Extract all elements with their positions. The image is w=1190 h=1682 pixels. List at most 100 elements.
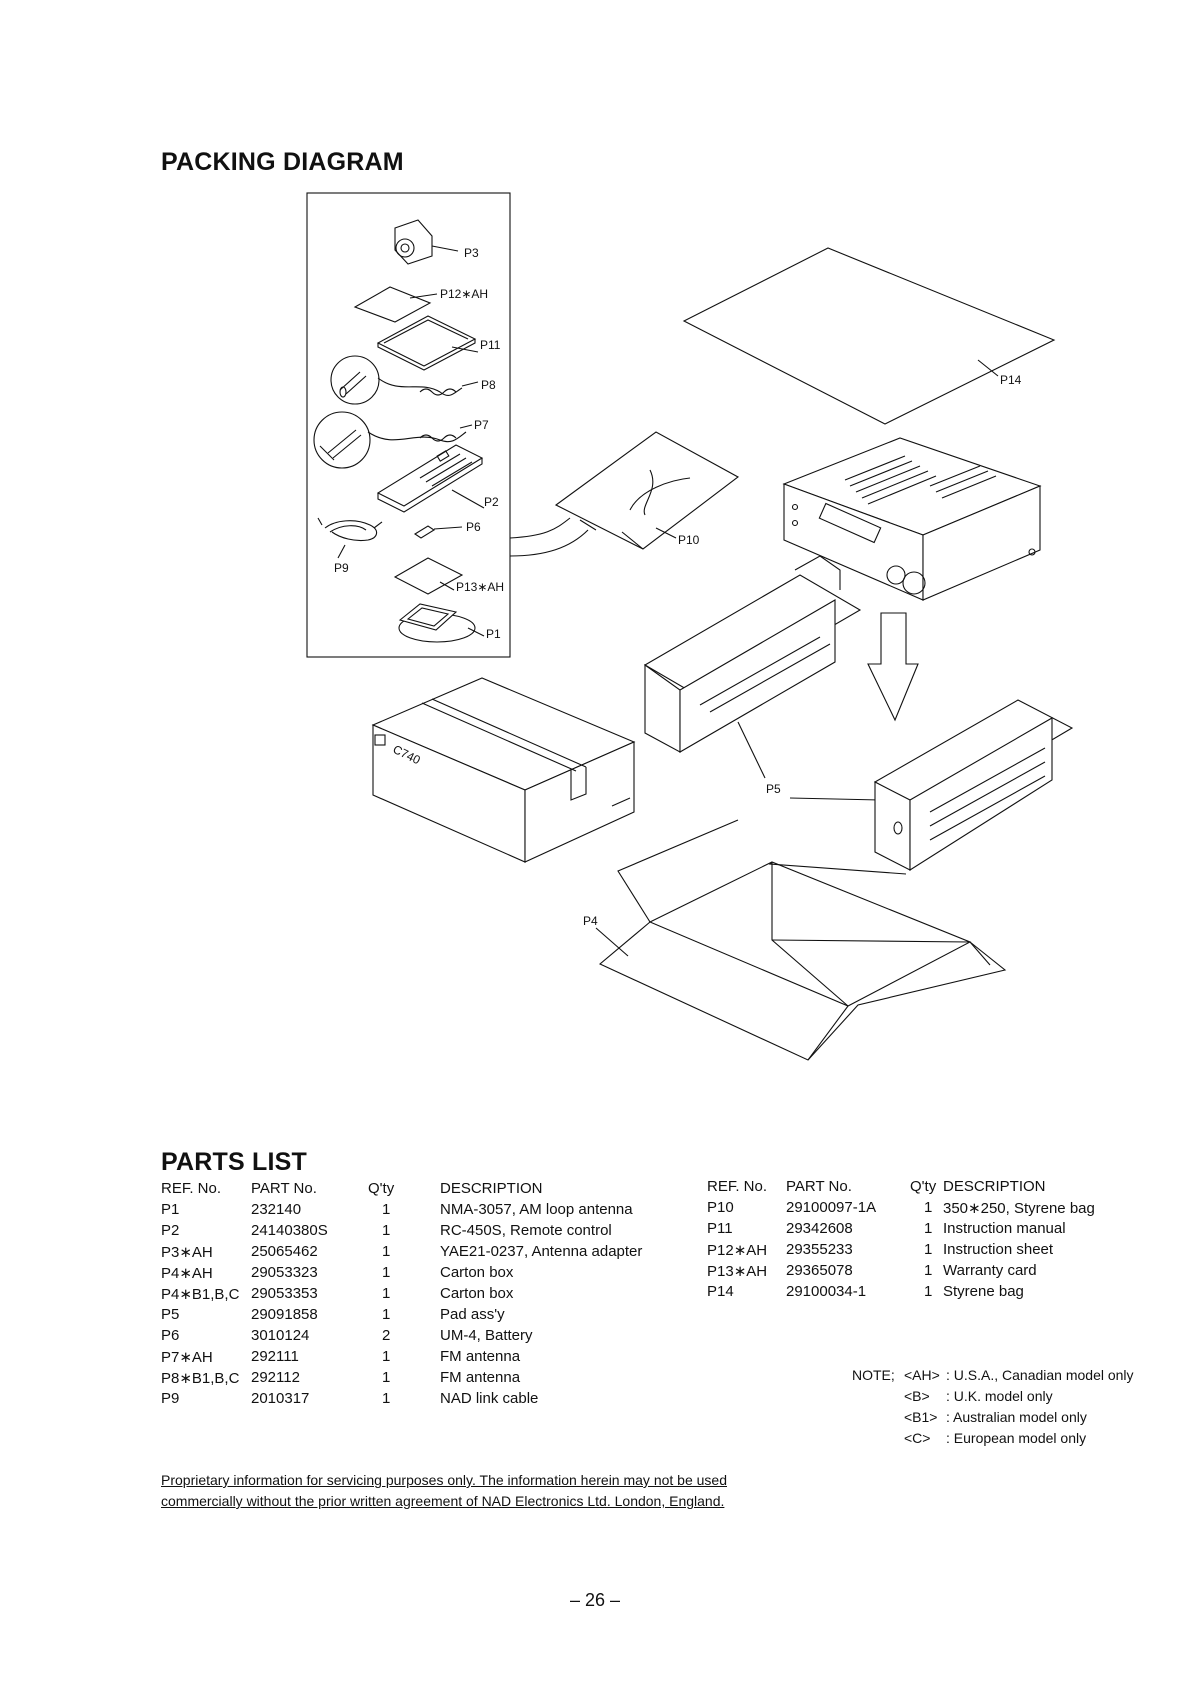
cell-ref: P9 — [161, 1390, 180, 1407]
link-cable-drawing — [317, 517, 383, 542]
cell-qty: 1 — [382, 1243, 391, 1260]
styrene-bag-p14-drawing — [682, 247, 1056, 425]
cell-qty: 1 — [382, 1222, 391, 1239]
cell-qty: 1 — [924, 1199, 933, 1216]
cell-desc: UM-4, Battery — [440, 1327, 533, 1344]
label-p2: P2 — [484, 495, 499, 509]
note-code: <AH> — [904, 1366, 940, 1383]
carton-box-closed-drawing — [371, 677, 636, 863]
cell-ref: P3∗AH — [161, 1243, 213, 1261]
cell-qty: 1 — [382, 1306, 391, 1323]
cell-ref: P14 — [707, 1283, 734, 1300]
note-row: <B1>: Australian model only — [852, 1406, 1134, 1427]
note-text: : Australian model only — [946, 1408, 1087, 1425]
col-ref: REF. No. — [707, 1178, 768, 1195]
cell-ref: P8∗B1,B,C — [161, 1369, 240, 1387]
label-p5: P5 — [766, 782, 781, 796]
col-desc: DESCRIPTION — [440, 1180, 543, 1197]
cell-part: 292111 — [251, 1348, 299, 1365]
antenna-adapter-drawing — [394, 219, 459, 265]
cell-qty: 1 — [924, 1262, 933, 1279]
cell-part: 292112 — [251, 1369, 300, 1386]
warranty-card-drawing — [393, 557, 464, 595]
label-p13: P13∗AH — [456, 580, 504, 594]
cell-desc: Carton box — [440, 1285, 514, 1302]
table-header-row: REF. No. PART No. Q'ty DESCRIPTION — [161, 1178, 642, 1199]
cell-part: 29355233 — [786, 1241, 853, 1258]
cell-part: 232140 — [251, 1201, 302, 1218]
cell-ref: P6 — [161, 1327, 180, 1344]
styrene-bag-p10-drawing — [554, 431, 740, 550]
cell-part: 2010317 — [251, 1390, 310, 1407]
battery-drawing — [413, 525, 436, 539]
note-text: : U.K. model only — [946, 1387, 1053, 1404]
label-p10: P10 — [678, 533, 700, 547]
label-p9: P9 — [334, 561, 349, 575]
cell-part: 29100097-1A — [786, 1199, 877, 1216]
note-code: <C> — [904, 1429, 931, 1446]
cell-qty: 1 — [382, 1369, 391, 1386]
cell-ref: P4∗AH — [161, 1264, 213, 1282]
diagram-title: PACKING DIAGRAM — [161, 148, 404, 176]
col-qty: Q'ty — [910, 1178, 937, 1195]
cell-ref: P11 — [707, 1220, 733, 1237]
note-text: : European model only — [946, 1429, 1087, 1446]
label-p3: P3 — [464, 246, 479, 260]
carton-box-open-drawing — [598, 819, 1007, 1061]
cell-desc: NMA-3057, AM loop antenna — [440, 1201, 633, 1218]
cell-ref: P7∗AH — [161, 1348, 213, 1366]
label-p11: P11 — [480, 338, 501, 352]
cell-desc: Carton box — [440, 1264, 514, 1281]
table-row: P11 29342608 1 Instruction manual — [707, 1218, 1095, 1239]
cell-part: 29053323 — [251, 1264, 318, 1281]
cell-qty: 1 — [382, 1285, 391, 1302]
insert-arrow — [867, 612, 919, 722]
cell-part: 25065462 — [251, 1243, 318, 1260]
cell-qty: 1 — [382, 1201, 391, 1218]
label-p4: P4 — [583, 914, 598, 928]
cell-desc: Styrene bag — [943, 1283, 1024, 1300]
cell-qty: 1 — [924, 1220, 933, 1237]
cell-qty: 2 — [382, 1327, 391, 1344]
col-desc: DESCRIPTION — [943, 1178, 1046, 1195]
cell-desc: RC-450S, Remote control — [440, 1222, 612, 1239]
cell-part: 3010124 — [251, 1327, 310, 1344]
col-part: PART No. — [786, 1178, 852, 1195]
table-row: P3∗AH 25065462 1 YAE21-0237, Antenna adapte… — [161, 1241, 642, 1262]
proprietary-notice: Proprietary information for servicing pu… — [161, 1470, 727, 1512]
col-ref: REF. No. — [161, 1180, 222, 1197]
cell-desc: NAD link cable — [440, 1390, 539, 1407]
col-part: PART No. — [251, 1180, 317, 1197]
cell-desc: Instruction manual — [943, 1220, 1066, 1237]
model-note: NOTE;<AH>: U.S.A., Canadian model only<B… — [852, 1364, 1134, 1448]
fm-antenna-p7-drawing — [313, 411, 467, 469]
cell-desc: 350∗250, Styrene bag — [943, 1199, 1095, 1217]
cell-desc: YAE21-0237, Antenna adapter — [440, 1243, 643, 1260]
table-row: P6 3010124 2 UM-4, Battery — [161, 1325, 642, 1346]
note-text: : U.S.A., Canadian model only — [946, 1366, 1134, 1383]
cell-desc: Warranty card — [943, 1262, 1037, 1279]
label-p12: P12∗AH — [440, 287, 488, 301]
cell-ref: P5 — [161, 1306, 180, 1323]
panel-connector — [509, 517, 589, 557]
cell-desc: FM antenna — [440, 1348, 521, 1365]
cell-part: 29342608 — [786, 1220, 853, 1237]
label-p8: P8 — [481, 378, 496, 392]
note-row: <B>: U.K. model only — [852, 1385, 1134, 1406]
proprietary-line-2: commercially without the prior written a… — [161, 1493, 725, 1509]
am-loop-antenna-drawing — [398, 603, 476, 643]
table-header-row: REF. No. PART No. Q'ty DESCRIPTION — [707, 1176, 1095, 1197]
cell-qty: 1 — [924, 1241, 933, 1258]
